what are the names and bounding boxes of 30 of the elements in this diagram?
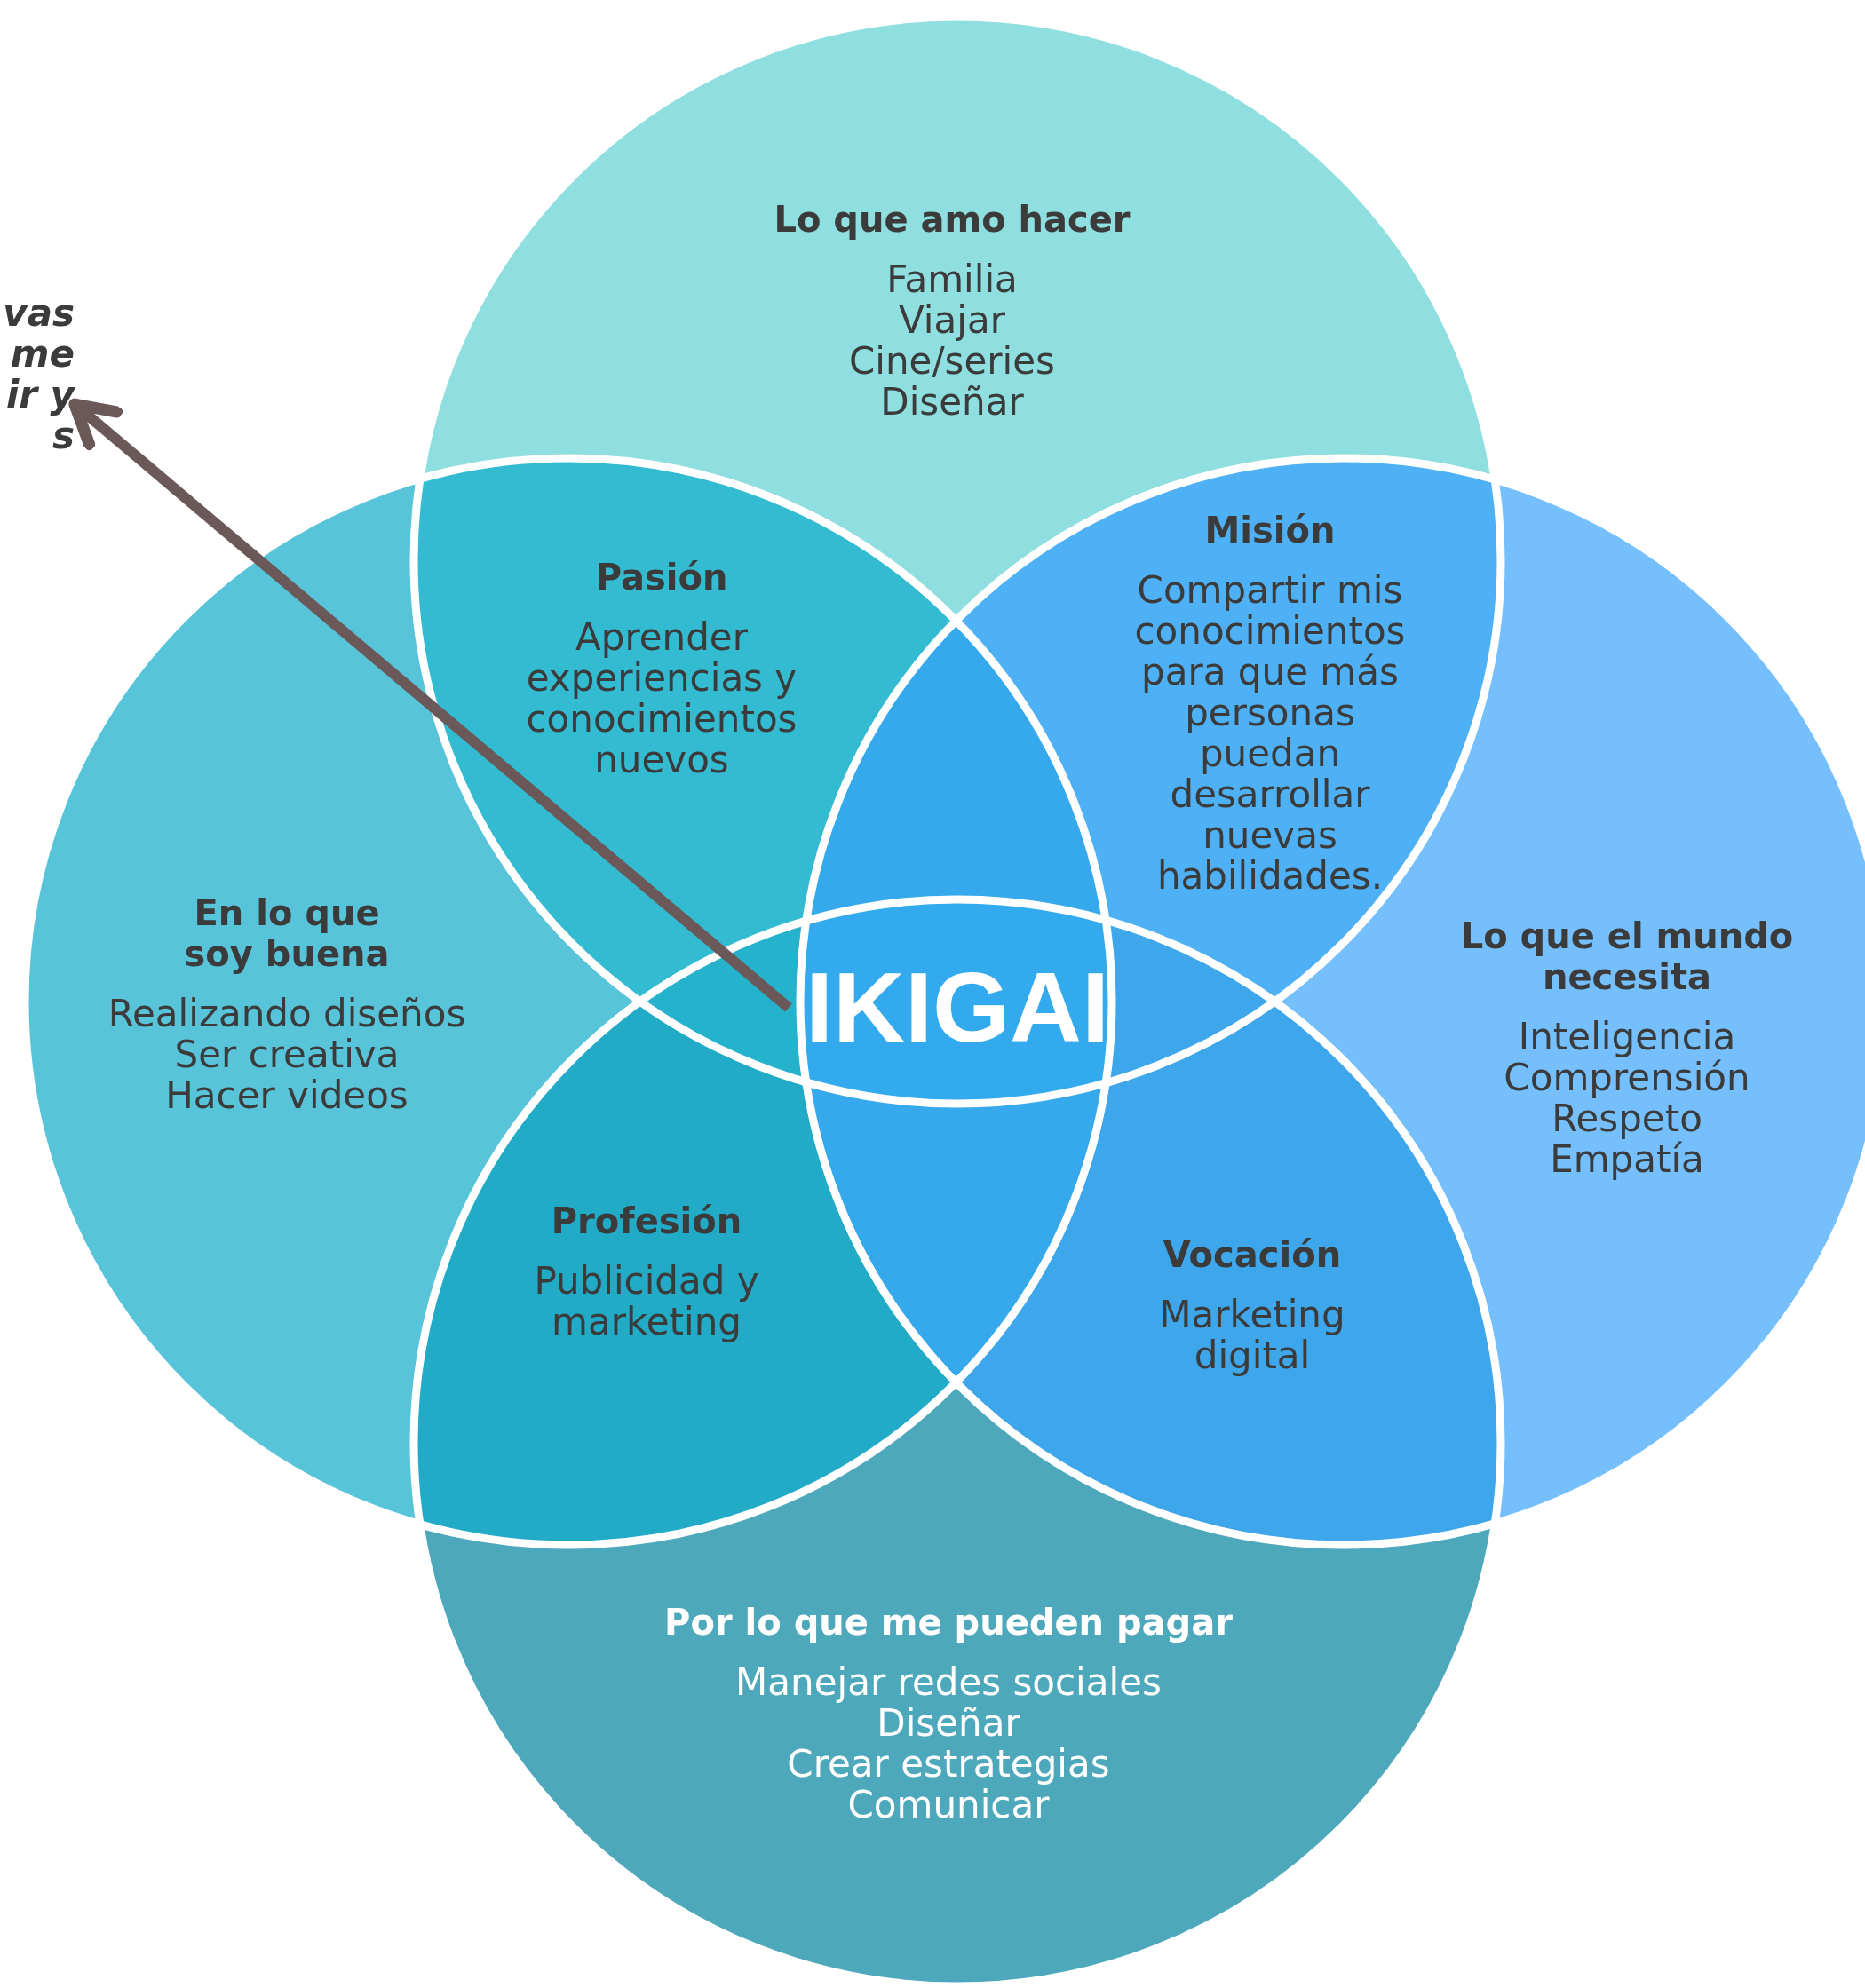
list-item: Inteligencia <box>1517 1017 1737 1057</box>
list-item: Viajar <box>898 300 1006 341</box>
list-item: Manejar redes sociales <box>734 1662 1163 1703</box>
region-description: Compartir mis conocimientos para que más personas puedan desarrollar nuevas habilidades. <box>1133 570 1407 897</box>
list-item: Ser creativa <box>173 1034 401 1075</box>
arrow <box>68 398 792 1012</box>
list-item: Crear estrategias <box>786 1744 1111 1785</box>
cut-off-text: vas me ir y s <box>2 293 75 456</box>
list-item: Cine/series <box>848 341 1056 382</box>
region-heading: Lo que el mundo necesita <box>1459 915 1795 997</box>
region-heading: Pasión <box>594 557 729 598</box>
region-heading: Misión <box>1203 510 1337 550</box>
region-heading: Profesión <box>550 1200 743 1241</box>
list-item: Hacer videos <box>164 1075 409 1116</box>
region-heading: En lo que soy buena <box>183 892 391 974</box>
list-item: Diseñar <box>877 1703 1021 1744</box>
list-item: Comprensión <box>1503 1057 1751 1098</box>
list-item: Comunicar <box>846 1785 1050 1826</box>
list-item: Familia <box>885 259 1019 300</box>
region-description: Publicidad y marketing <box>533 1261 760 1342</box>
region-heading: Por lo que me pueden pagar <box>663 1602 1234 1643</box>
region-heading: Lo que amo hacer <box>773 199 1131 240</box>
center-title: IKIGAI <box>804 954 1111 1061</box>
region-description: Marketing digital <box>1158 1295 1346 1376</box>
region-description: Aprender experiencias y conocimientos nuevos <box>525 617 798 780</box>
list-item: Realizando diseños <box>107 994 467 1034</box>
list-item: Diseñar <box>879 382 1025 423</box>
list-item: Empatía <box>1549 1139 1705 1180</box>
region-heading: Vocación <box>1162 1234 1343 1275</box>
list-item: Respeto <box>1552 1098 1702 1139</box>
